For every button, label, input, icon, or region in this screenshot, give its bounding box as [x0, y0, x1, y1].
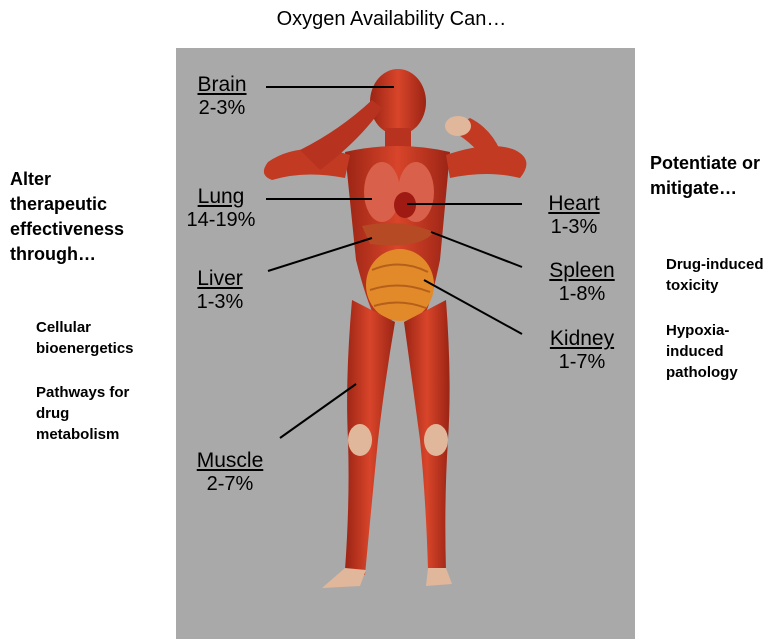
- lung-value: 14-19%: [178, 209, 264, 232]
- right-item-hypoxia-pathology: Hypoxia- induced pathology: [666, 320, 738, 383]
- brain-name: Brain: [192, 73, 252, 97]
- brain-value: 2-3%: [192, 97, 252, 120]
- organ-label-lung: Lung 14-19%: [178, 185, 264, 232]
- spleen-name: Spleen: [540, 259, 624, 283]
- left-item-bioenergetics: Cellular bioenergetics: [36, 317, 134, 359]
- kidney-value: 1-7%: [540, 351, 624, 374]
- liver-name: Liver: [190, 267, 250, 291]
- right-foot: [426, 568, 452, 586]
- muscle-leader: [280, 384, 356, 438]
- left-heading: Alter therapeutic effectiveness through…: [10, 167, 124, 267]
- right-heading: Potentiate or mitigate…: [650, 151, 760, 201]
- organ-label-brain: Brain 2-3%: [192, 73, 252, 120]
- right-item-drug-toxicity: Drug-induced toxicity: [666, 254, 764, 296]
- organ-label-kidney: Kidney 1-7%: [540, 327, 624, 374]
- organ-label-liver: Liver 1-3%: [190, 267, 250, 314]
- lung-left: [364, 162, 400, 222]
- liver-value: 1-3%: [190, 291, 250, 314]
- muscle-name: Muscle: [188, 449, 272, 473]
- lung-name: Lung: [178, 185, 264, 209]
- head: [370, 69, 426, 135]
- left-item-drug-metabolism: Pathways for drug metabolism: [36, 382, 129, 445]
- spleen-value: 1-8%: [540, 283, 624, 306]
- right-knee: [424, 424, 448, 456]
- muscle-value: 2-7%: [188, 473, 272, 496]
- organ-label-muscle: Muscle 2-7%: [188, 449, 272, 496]
- organ-label-heart: Heart 1-3%: [540, 192, 608, 239]
- heart-name: Heart: [540, 192, 608, 216]
- left-knee: [348, 424, 372, 456]
- right-fist: [445, 116, 471, 136]
- kidney-name: Kidney: [540, 327, 624, 351]
- left-foot: [322, 568, 366, 588]
- organ-label-spleen: Spleen 1-8%: [540, 259, 624, 306]
- spleen-leader: [431, 232, 522, 267]
- heart-value: 1-3%: [540, 216, 608, 239]
